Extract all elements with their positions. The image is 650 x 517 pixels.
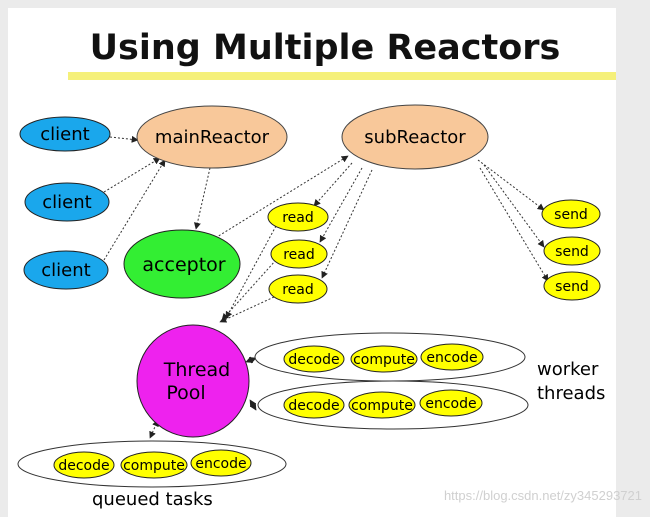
svg-text:encode: encode xyxy=(426,350,477,366)
client-node-1: client xyxy=(19,116,111,152)
worker-1-decode: decode xyxy=(283,345,345,373)
svg-text:subReactor: subReactor xyxy=(364,127,466,148)
edge-acceptor-sub xyxy=(211,155,349,241)
worker-1-compute: compute xyxy=(350,345,418,373)
svg-text:send: send xyxy=(555,279,589,295)
edge-pool-worker1 xyxy=(245,356,257,364)
edge-client2-main xyxy=(103,157,161,193)
svg-text:compute: compute xyxy=(353,352,415,368)
edge-pool-worker2 xyxy=(249,399,257,411)
worker-2-compute: compute xyxy=(348,391,416,419)
queued-decode: decode xyxy=(53,451,115,479)
svg-text:decode: decode xyxy=(58,458,109,474)
send-node-3: send xyxy=(543,271,601,301)
svg-text:read: read xyxy=(282,210,314,226)
svg-text:send: send xyxy=(554,207,588,223)
page-title: Using Multiple Reactors xyxy=(89,28,561,68)
thread-pool-node: Thread Pool xyxy=(136,324,250,438)
edge-client3-main xyxy=(103,159,166,261)
edge-read1-pool xyxy=(225,225,277,319)
read-node-2: read xyxy=(270,239,328,269)
queued-compute: compute xyxy=(120,451,188,479)
svg-text:decode: decode xyxy=(288,352,339,368)
edge-sub-send3 xyxy=(479,167,549,282)
main-reactor-node: mainReactor xyxy=(136,105,288,169)
client-node-2: client xyxy=(24,182,110,222)
edge-read3-pool xyxy=(219,296,275,323)
sub-reactor-node: subReactor xyxy=(341,104,489,170)
worker-1-encode: encode xyxy=(420,343,484,371)
svg-text:encode: encode xyxy=(195,456,246,472)
svg-text:client: client xyxy=(41,260,90,281)
edge-sub-read3 xyxy=(321,169,373,279)
edge-client1-main xyxy=(109,135,139,143)
read-node-1: read xyxy=(267,202,329,232)
send-node-1: send xyxy=(541,199,601,229)
svg-text:client: client xyxy=(42,192,91,213)
watermark: https://blog.csdn.net/zy345293721 xyxy=(443,488,642,503)
worker-threads-caption-line1: worker xyxy=(537,359,599,380)
edge-read2-pool xyxy=(221,259,277,321)
svg-text:acceptor: acceptor xyxy=(142,254,225,276)
svg-text:encode: encode xyxy=(425,396,476,412)
edge-sub-read2 xyxy=(319,167,363,243)
edge-pool-queue xyxy=(149,419,159,439)
queued-tasks-caption: queued tasks xyxy=(92,489,213,510)
title-underline xyxy=(68,72,616,80)
svg-text:Thread: Thread xyxy=(163,359,230,381)
svg-text:send: send xyxy=(555,244,589,260)
svg-text:Pool: Pool xyxy=(166,382,205,404)
send-node-2: send xyxy=(543,236,601,266)
worker-threads-caption-line2: threads xyxy=(537,383,605,404)
edge-sub-send1 xyxy=(477,159,545,211)
read-node-3: read xyxy=(268,274,328,304)
worker-2-encode: encode xyxy=(419,389,483,417)
svg-text:read: read xyxy=(283,247,315,263)
edge-sub-read1 xyxy=(313,162,353,207)
edge-main-acceptor xyxy=(193,167,211,230)
svg-text:compute: compute xyxy=(351,398,413,414)
edge-sub-send2 xyxy=(483,164,545,248)
svg-text:read: read xyxy=(282,282,314,298)
connectors xyxy=(103,135,549,439)
queued-encode: encode xyxy=(190,449,252,477)
acceptor-node: acceptor xyxy=(123,229,241,299)
worker-2-decode: decode xyxy=(283,391,345,419)
client-node-3: client xyxy=(23,250,109,290)
svg-text:client: client xyxy=(40,124,89,145)
svg-text:compute: compute xyxy=(123,458,185,474)
svg-text:mainReactor: mainReactor xyxy=(155,127,270,148)
svg-text:decode: decode xyxy=(288,398,339,414)
